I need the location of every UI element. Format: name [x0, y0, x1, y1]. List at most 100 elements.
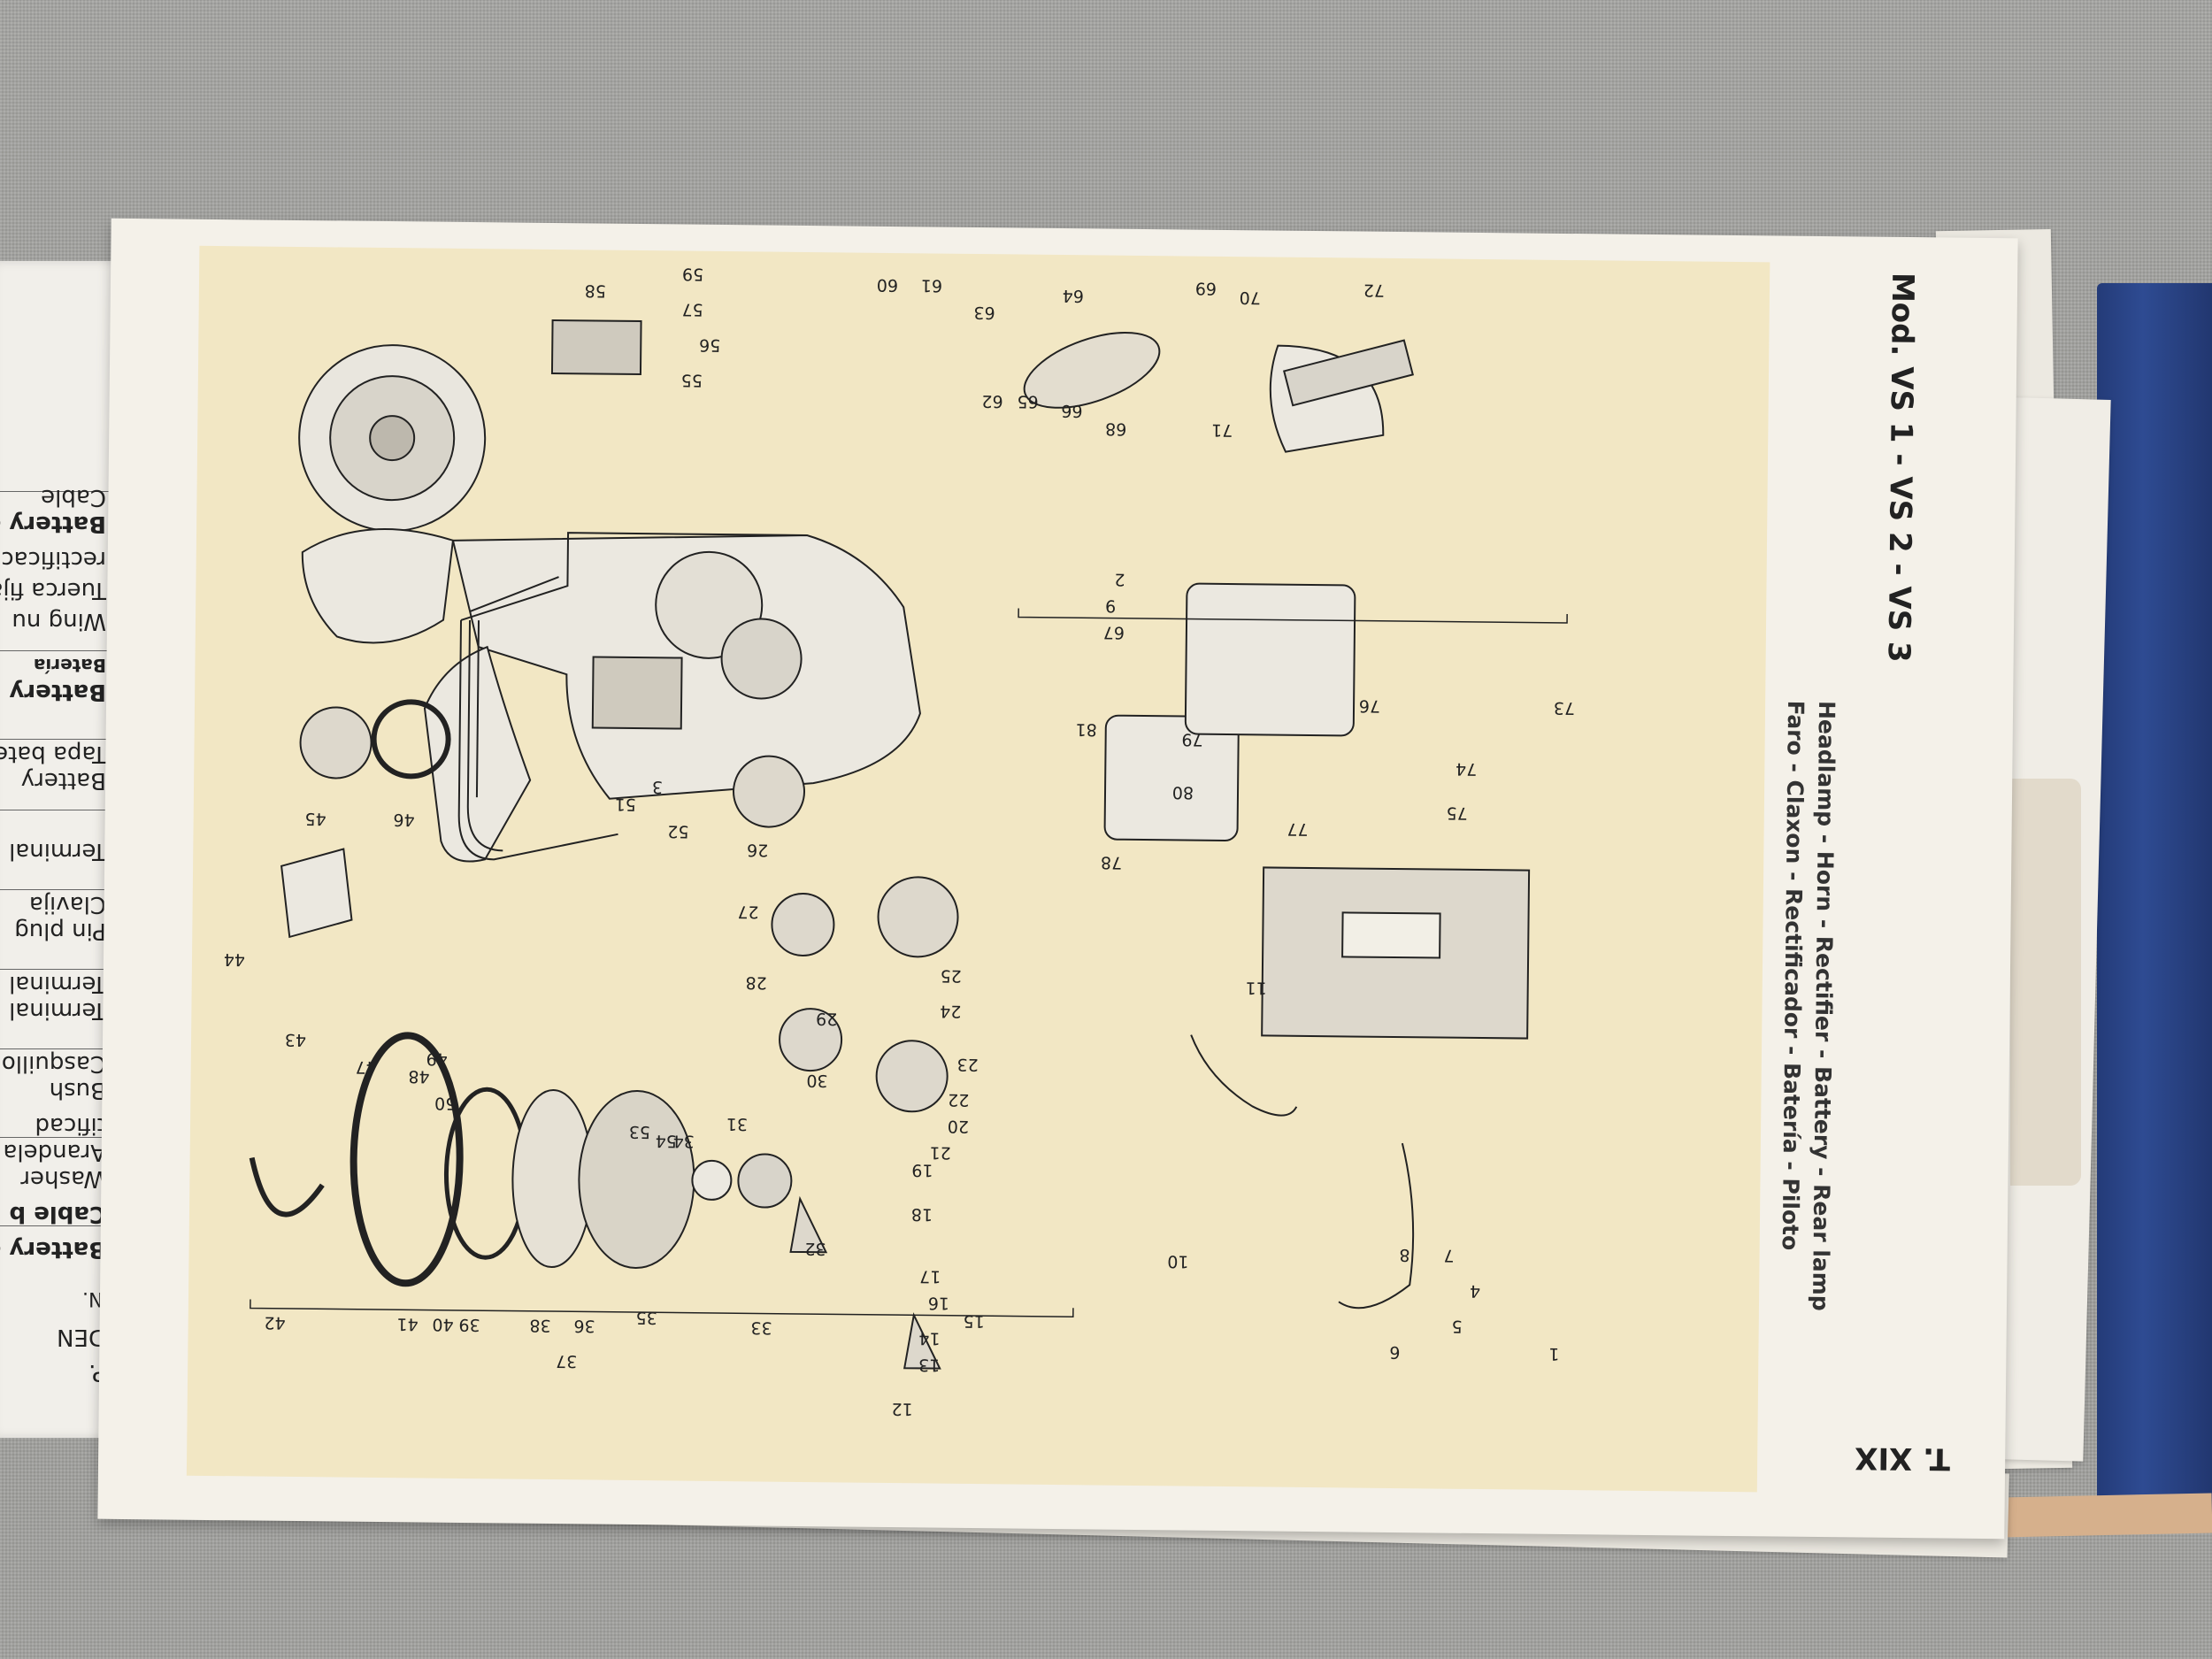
part-number-35: 35	[635, 1308, 657, 1327]
part-number-79: 79	[1181, 729, 1202, 749]
part-number-4: 4	[1470, 1281, 1480, 1301]
plate-id: T. XIX	[1854, 1440, 1951, 1477]
part-number-74: 74	[1455, 759, 1477, 779]
part-number-56: 56	[699, 335, 720, 355]
part-number-38: 38	[529, 1316, 550, 1335]
rear-lamp-housing	[1184, 582, 1356, 737]
part-number-28: 28	[745, 972, 766, 992]
part-number-9: 9	[1105, 596, 1116, 616]
table-row: 7 Battery Tapa bate	[0, 739, 150, 794]
part-number-55: 55	[681, 371, 703, 390]
part-number-59: 59	[682, 265, 703, 284]
part-number-52: 52	[667, 821, 688, 841]
switch-plate-2	[877, 876, 959, 958]
part-number-31: 31	[726, 1114, 748, 1133]
part-number-50: 50	[434, 1094, 456, 1113]
rear-lamp-base	[1103, 714, 1240, 841]
part-number-81: 81	[1075, 719, 1096, 739]
part-number-77: 77	[1286, 819, 1308, 839]
horn-cover	[280, 848, 353, 939]
part-number-47: 47	[355, 1057, 376, 1077]
part-number-5: 5	[1452, 1317, 1463, 1336]
rear-lamp-lens	[1283, 339, 1414, 407]
part-number-1: 1	[1548, 1344, 1559, 1363]
part-number-75: 75	[1447, 803, 1468, 823]
regulator-box	[591, 656, 683, 730]
part-number-29: 29	[816, 1009, 837, 1028]
part-number-49: 49	[426, 1049, 448, 1069]
horn-gasket	[371, 699, 451, 780]
table-row: 2 Washer Arandela tificad	[0, 1112, 150, 1192]
part-number-54: 54	[656, 1131, 677, 1150]
part-number-62: 62	[981, 391, 1002, 411]
part-number-22: 22	[948, 1090, 969, 1110]
part-number-14: 14	[918, 1328, 940, 1348]
switch-body	[771, 892, 835, 956]
part-number-13: 13	[918, 1355, 940, 1374]
headlamp-rim	[349, 1032, 464, 1287]
part-number-18: 18	[911, 1204, 933, 1224]
part-number-41: 41	[396, 1314, 418, 1333]
header-p: P.	[88, 1359, 106, 1386]
part-number-51: 51	[615, 795, 636, 814]
part-number-23: 23	[956, 1055, 978, 1074]
table-row: 3 Bush Casquillo	[0, 1048, 150, 1103]
part-number-67: 67	[1103, 623, 1125, 642]
model-title: Mod. VS 1 - VS 2 - VS 3	[1880, 272, 1921, 663]
part-numbers: 1234567891011121314151617181920212223242…	[224, 265, 1575, 1419]
part-number-27: 27	[737, 902, 758, 921]
part-number-58: 58	[585, 280, 606, 300]
part-number-76: 76	[1359, 696, 1380, 716]
part-number-21: 21	[929, 1142, 950, 1162]
knob-2	[903, 1312, 941, 1370]
part-number-61: 61	[921, 275, 942, 295]
part-number-65: 65	[1017, 391, 1038, 411]
part-number-44: 44	[224, 949, 245, 969]
table-row: 1 Battery c Cable b	[0, 1201, 150, 1263]
part-number-26: 26	[747, 840, 768, 859]
part-number-6: 6	[1389, 1342, 1400, 1362]
header-den: DEN	[57, 1324, 106, 1350]
part-number-7: 7	[1443, 1246, 1454, 1265]
part-number-34: 34	[673, 1131, 695, 1150]
part-number-42: 42	[264, 1313, 285, 1333]
part-number-60: 60	[877, 275, 898, 295]
part-number-17: 17	[919, 1266, 941, 1286]
part-number-25: 25	[941, 966, 962, 986]
part-number-66: 66	[1061, 401, 1082, 420]
terminal-cable	[1190, 1034, 1298, 1117]
scooter-rear-fender	[301, 528, 455, 644]
part-number-30: 30	[806, 1071, 827, 1090]
part-number-3: 3	[652, 777, 663, 796]
part-number-69: 69	[1195, 279, 1217, 298]
part-number-36: 36	[573, 1316, 595, 1335]
headlamp-reflector	[578, 1090, 695, 1270]
part-number-78: 78	[1101, 853, 1122, 872]
scooter-body	[451, 534, 921, 800]
part-number-64: 64	[1063, 286, 1084, 305]
subtitle-spanish: Faro - Claxon - Rectificador - Batería -…	[1777, 700, 1809, 1251]
part-number-48: 48	[408, 1066, 429, 1086]
part-number-40: 40	[432, 1315, 453, 1334]
part-number-73: 73	[1554, 698, 1575, 718]
battery-cable	[1338, 1142, 1415, 1310]
part-number-19: 19	[911, 1160, 933, 1179]
part-number-10: 10	[1167, 1251, 1188, 1271]
cardboard-edge	[1999, 1493, 2212, 1538]
number-plate-bracket	[1023, 331, 1161, 409]
rectifier	[550, 319, 642, 376]
bulb-holder	[737, 1153, 793, 1209]
part-number-8: 8	[1399, 1245, 1409, 1264]
rim-clip	[249, 1156, 325, 1217]
part-number-33: 33	[750, 1317, 772, 1337]
part-number-11: 11	[1245, 978, 1266, 997]
part-number-80: 80	[1172, 782, 1194, 802]
part-number-37: 37	[556, 1351, 577, 1371]
table-row: 10 Battery c Cable rectificac Tuerca fij…	[0, 484, 150, 634]
table-row: 8 Battery Batería	[0, 650, 150, 705]
table-row: 4 Terminal Terminal	[0, 969, 150, 1024]
part-number-68: 68	[1105, 419, 1126, 439]
part-number-43: 43	[285, 1030, 306, 1049]
subtitle-english: Headlamp - Horn - Rectifier - Battery - …	[1807, 700, 1840, 1311]
part-number-57: 57	[681, 300, 703, 319]
